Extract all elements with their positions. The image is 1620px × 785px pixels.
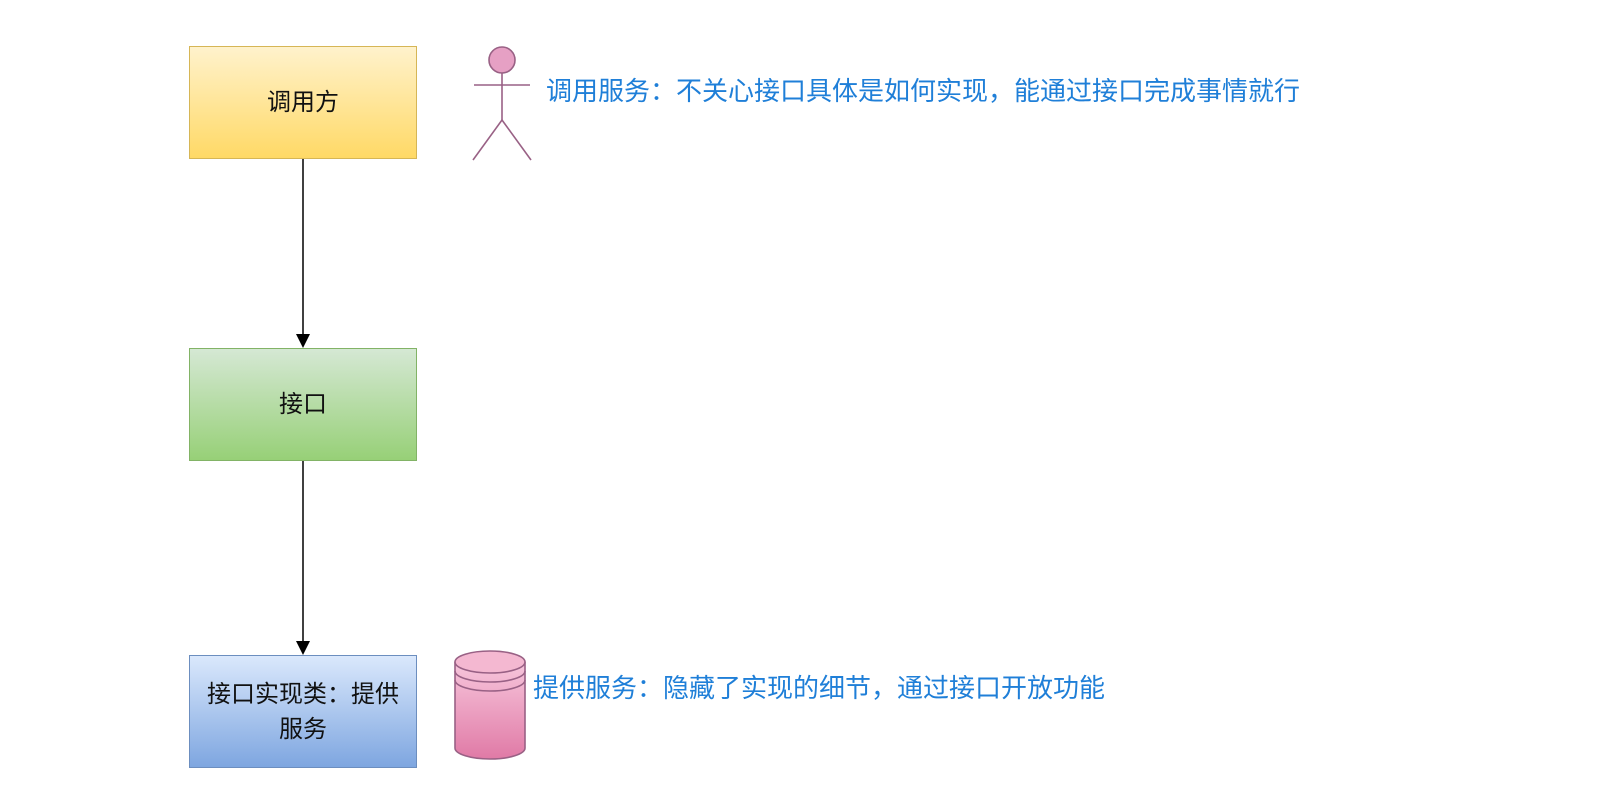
implementation-annotation: 提供服务：隐藏了实现的细节，通过接口开放功能	[533, 674, 1106, 704]
caller-node: 调用方	[189, 46, 417, 159]
arrow-interface-to-implementation	[296, 461, 310, 655]
implementation-node-label: 接口实现类：提供服务	[207, 679, 399, 743]
implementation-node: 接口实现类：提供服务	[189, 655, 417, 768]
interface-node-label: 接口	[279, 390, 327, 419]
caller-annotation: 调用服务：不关心接口具体是如何实现，能通过接口完成事情就行	[546, 77, 1301, 107]
interface-node: 接口	[189, 348, 417, 461]
arrow-caller-to-interface	[296, 159, 310, 348]
caller-node-label: 调用方	[267, 88, 339, 117]
database-cylinder-icon	[454, 650, 526, 760]
stick-figure-actor-icon	[472, 46, 532, 161]
